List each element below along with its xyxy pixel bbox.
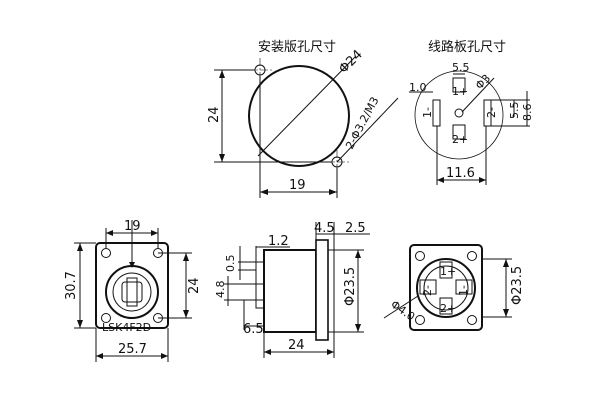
- arrow: [151, 230, 158, 236]
- rear-mount-hole: [415, 315, 425, 325]
- rear-housing-ring: [416, 258, 476, 318]
- pad-2minus: [483, 99, 492, 127]
- pcb-cutout-view: 线路板孔尺寸 1+ 2+ 1- 2- 5.5 Φ3 1.0 5.5 8.6 11…: [409, 39, 534, 185]
- arrow: [129, 262, 135, 268]
- front-height-dim: 30.7: [64, 271, 79, 300]
- arrow: [327, 349, 334, 355]
- side-dim-1-2: 1.2: [268, 234, 289, 249]
- side-dim-4-8: 4.8: [214, 281, 227, 299]
- panel-width-label: 19: [289, 178, 306, 193]
- rear-mount-hole: [415, 251, 425, 261]
- front-view: LSK4F2D 19 30.7 24 25.7: [64, 219, 202, 362]
- side-dia: Φ23.5: [343, 267, 358, 306]
- rear-hole: Φ4.0: [388, 298, 417, 324]
- arrow: [260, 189, 268, 195]
- rear-pin-right: 1-: [457, 285, 470, 296]
- arrow: [219, 70, 225, 78]
- rear-pin-left: 2-: [421, 285, 434, 296]
- side-dim-0-5: 0.5: [224, 255, 237, 273]
- front-top-dim: 19: [124, 219, 141, 234]
- rear-pin-bottom: 2+: [440, 302, 456, 315]
- pcb-dim-11-6: 11.6: [446, 166, 475, 181]
- side-dim-2-5: 2.5: [345, 221, 366, 236]
- arrow: [77, 243, 83, 251]
- pad-1plus: [452, 77, 466, 93]
- arrow: [77, 320, 83, 328]
- pcb-outline-circle: [414, 70, 504, 160]
- panel-height-label: 24: [207, 106, 222, 123]
- hole-leader: [461, 77, 495, 113]
- arrow: [96, 353, 103, 359]
- pad-1minus: [432, 99, 441, 127]
- rear-dia: Φ23.5: [510, 266, 525, 305]
- side-dim-4-5: 4.5: [314, 221, 335, 236]
- pcb-cutout-title: 线路板孔尺寸: [428, 39, 506, 55]
- arrow: [264, 349, 271, 355]
- pcb-dim-8-6: 8.6: [521, 104, 534, 122]
- arrow: [355, 250, 361, 258]
- arrow: [329, 189, 337, 195]
- panel-cutout-view: 安装版孔尺寸 Φ24 2-Φ3.2/M3 24 19: [207, 40, 399, 198]
- hole-leader: [383, 295, 419, 319]
- side-pcb-pins: [255, 261, 265, 309]
- front-housing-ring: [105, 265, 159, 319]
- side-length: 24: [288, 338, 305, 353]
- side-view: 4.5 2.5 1.2 0.5 4.8 6.5 Φ23.5 24: [214, 221, 370, 358]
- rear-view: 1+ 2+ 2- 1- Φ4.0 Φ23.5: [383, 244, 525, 331]
- rear-pin-top: 1+: [440, 265, 456, 278]
- arrow: [355, 324, 361, 332]
- arrow: [106, 230, 113, 236]
- pcb-pin-right: 2-: [485, 107, 498, 118]
- arrow: [503, 259, 509, 267]
- front-side-dim: 24: [187, 277, 202, 294]
- pcb-pin-bottom: 2+: [452, 133, 468, 146]
- pcb-center-hole: [454, 108, 464, 118]
- pad-2plus: [452, 124, 466, 140]
- front-bottom-dim: 25.7: [118, 342, 147, 357]
- arrow: [183, 253, 189, 261]
- diameter-leader: [257, 55, 357, 157]
- rear-mount-hole: [467, 315, 477, 325]
- rear-pin-2minus: [419, 279, 437, 295]
- panel-cutout-circle: [248, 65, 350, 167]
- arrow: [183, 310, 189, 318]
- side-flange: [315, 239, 329, 341]
- front-socket: [121, 281, 143, 303]
- pcb-dim-5-5-right: 5.5: [508, 102, 521, 120]
- front-model-label: LSK4F2D: [102, 321, 151, 334]
- rear-pin-2plus: [439, 297, 453, 315]
- arrow: [219, 154, 225, 162]
- side-dim-6-5: 6.5: [243, 322, 264, 337]
- rear-pin-1plus: [439, 261, 453, 279]
- front-mount-hole: [101, 248, 111, 258]
- arrow: [503, 309, 509, 317]
- front-inner-ring: [112, 272, 152, 312]
- front-mount-hole: [101, 313, 111, 323]
- arrow: [437, 177, 444, 183]
- panel-cutout-title: 安装版孔尺寸: [258, 40, 336, 55]
- arrow: [479, 177, 486, 183]
- front-socket-slot: [126, 277, 138, 307]
- panel-dia-label: Φ24: [336, 47, 366, 77]
- rear-flange: [409, 244, 483, 331]
- pcb-pin-left: 1-: [421, 107, 434, 118]
- pcb-dim-5-5-top: 5.5: [452, 61, 470, 74]
- pcb-pin-top: 1+: [452, 85, 468, 98]
- rear-pin-1minus: [455, 279, 473, 295]
- rear-inner-ring: [423, 265, 469, 311]
- arrow: [161, 353, 168, 359]
- rear-mount-hole: [467, 251, 477, 261]
- screw-leader: [336, 97, 399, 163]
- pcb-dim-hole: Φ3: [473, 72, 493, 92]
- side-body: [263, 249, 317, 333]
- pcb-dim-1-0: 1.0: [409, 81, 427, 94]
